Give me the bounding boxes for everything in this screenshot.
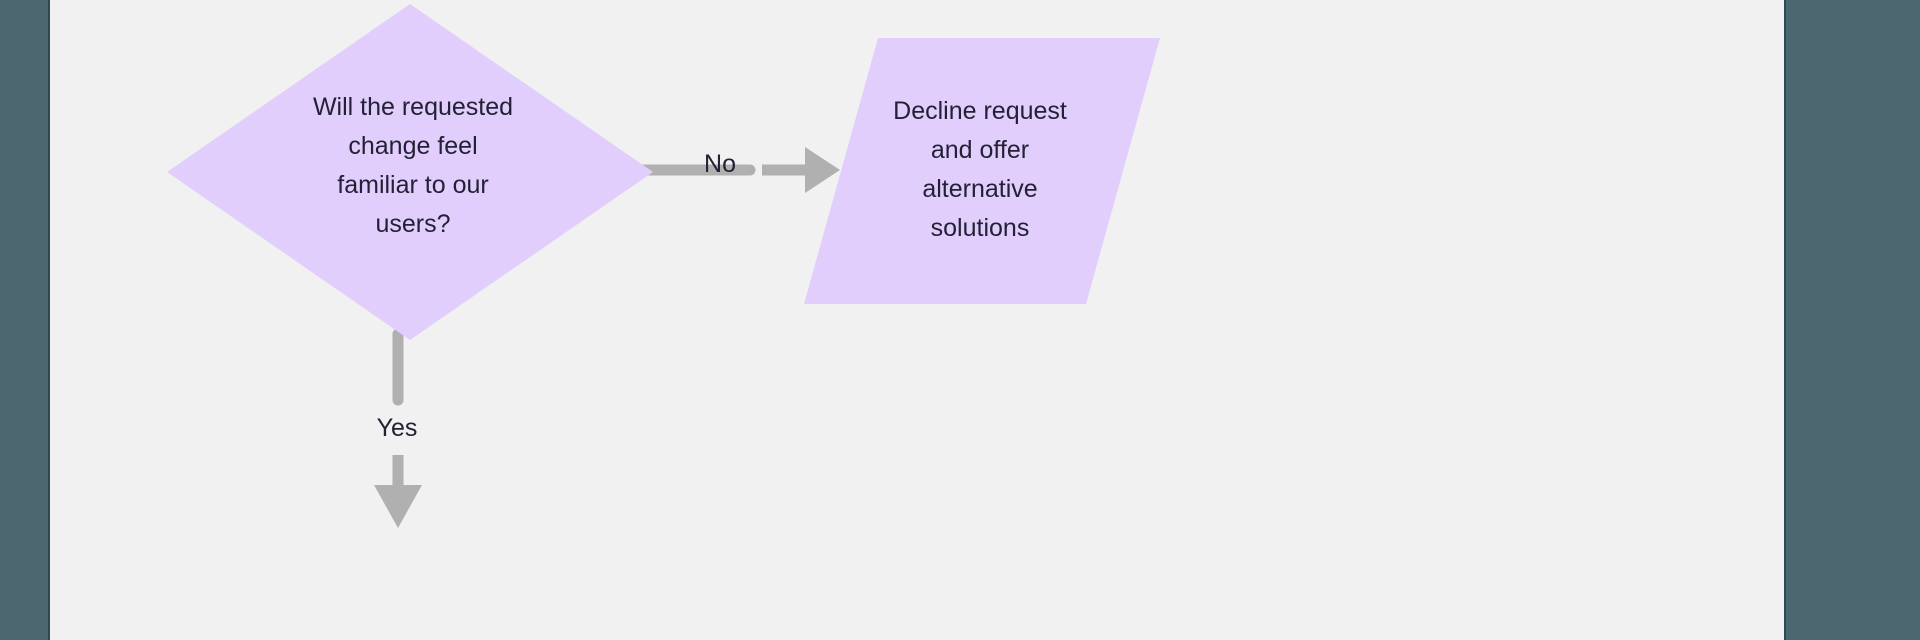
connectors-layer bbox=[374, 147, 840, 528]
edge-no-arrowhead bbox=[805, 147, 840, 193]
parallelogram-shape bbox=[804, 38, 1160, 304]
left-panel-divider bbox=[48, 0, 50, 640]
node-decline-request[interactable] bbox=[802, 36, 1162, 306]
right-panel bbox=[1786, 0, 1920, 640]
edge-yes-arrowhead bbox=[374, 485, 422, 528]
left-panel bbox=[0, 0, 48, 640]
node-decision-familiar[interactable] bbox=[165, 2, 655, 342]
diagram-canvas[interactable]: Will the requested change feel familiar … bbox=[50, 0, 1784, 640]
diamond-shape bbox=[167, 4, 653, 340]
right-panel-divider bbox=[1784, 0, 1786, 640]
